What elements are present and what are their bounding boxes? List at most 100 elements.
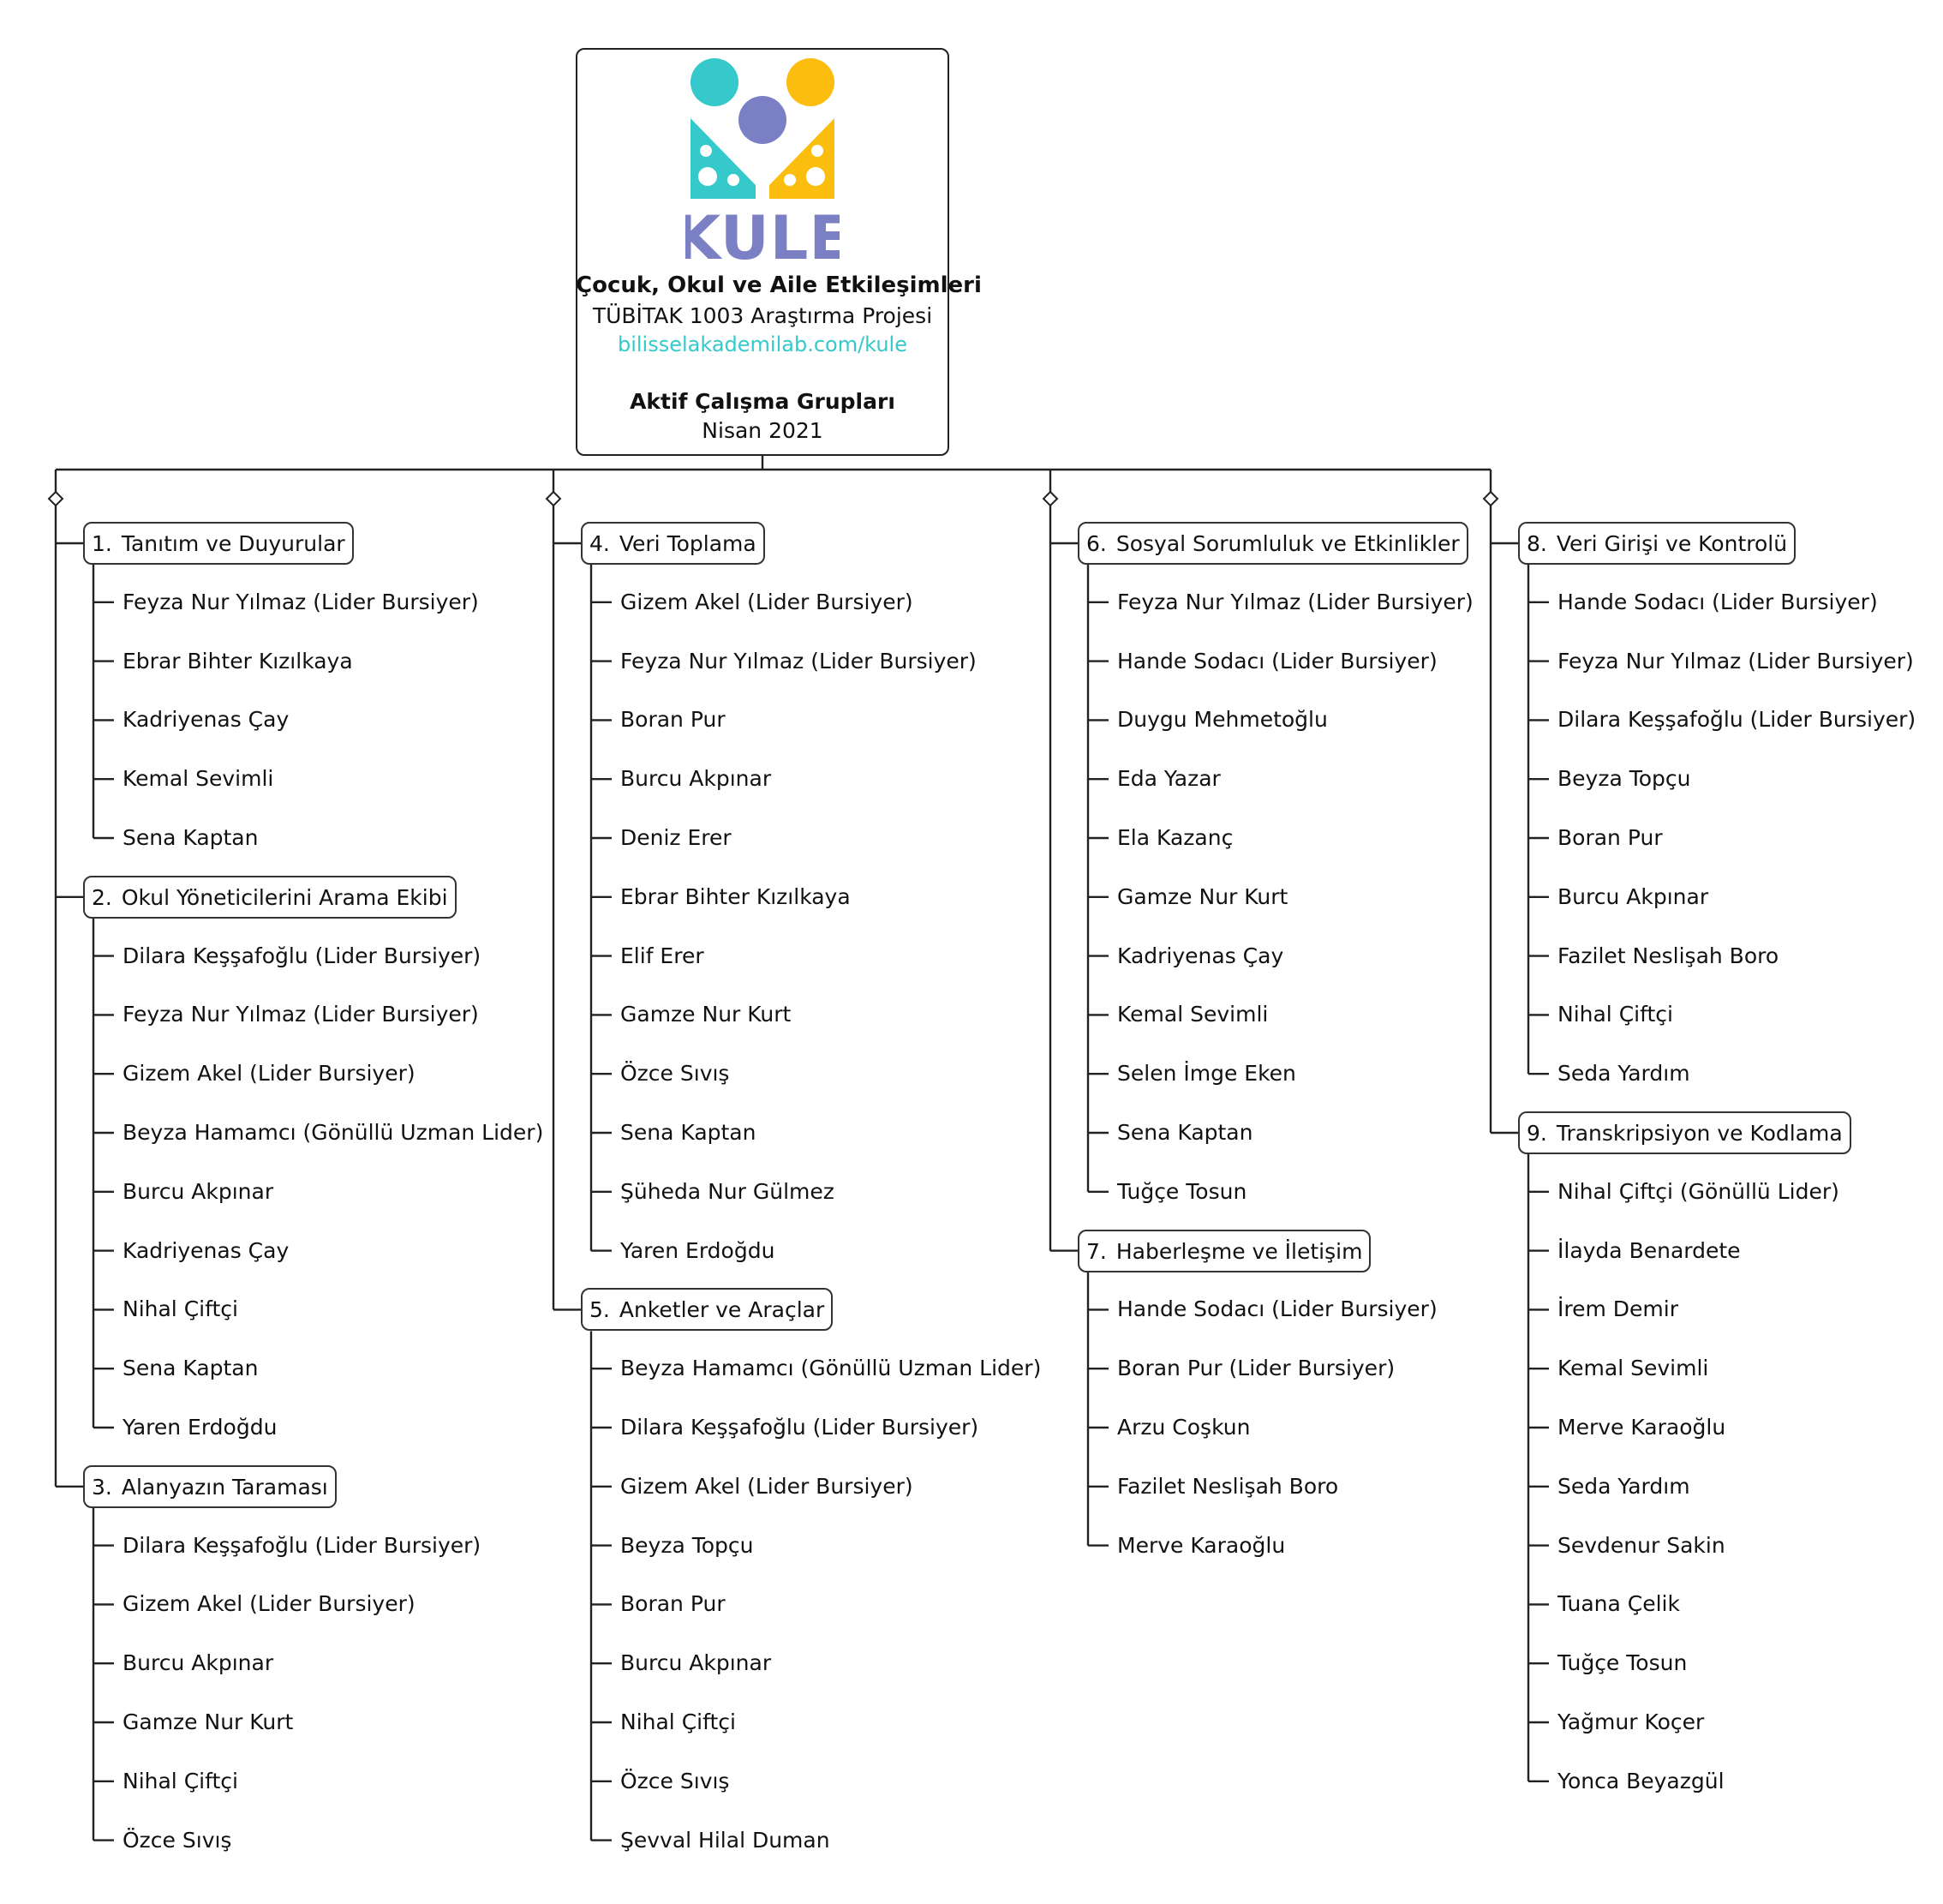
group-number: 8. <box>1527 531 1547 556</box>
group-number: 7. <box>1086 1238 1107 1264</box>
member-name: Gizem Akel (Lider Bursiyer) <box>620 1473 913 1499</box>
member-name: Gamze Nur Kurt <box>1117 883 1288 909</box>
group-box: 9. Transkripsiyon ve Kodlama <box>1518 1111 1851 1154</box>
member-name: Seda Yardım <box>1557 1473 1690 1499</box>
member-name: Yonca Beyazgül <box>1557 1768 1725 1793</box>
member-name: Şevval Hilal Duman <box>620 1827 830 1853</box>
member-name: Dilara Keşşafoğlu (Lider Bursiyer) <box>123 943 481 968</box>
member-name: Sena Kaptan <box>1117 1120 1253 1145</box>
member-name: Burcu Akpınar <box>123 1178 274 1204</box>
member-name: Burcu Akpınar <box>620 766 772 792</box>
member-name: Gizem Akel (Lider Bursiyer) <box>620 589 913 614</box>
group-box: 7. Haberleşme ve İletişim <box>1078 1229 1372 1272</box>
member-name: Beyza Hamamcı (Gönüllü Uzman Lider) <box>620 1356 1042 1381</box>
group-title: Sosyal Sorumluluk ve Etkinlikler <box>1115 531 1460 556</box>
group-title: Veri Toplama <box>619 531 756 556</box>
member-name: Boran Pur <box>1557 825 1663 850</box>
group-number: 3. <box>92 1474 112 1500</box>
group-title: Okul Yöneticilerini Arama Ekibi <box>121 884 448 910</box>
member-name: Nihal Çiftçi <box>123 1768 238 1793</box>
member-name: Kemal Sevimli <box>1557 1356 1709 1381</box>
member-name: Hande Sodacı (Lider Bursiyer) <box>1557 589 1878 614</box>
member-name: Beyza Hamamcı (Gönüllü Uzman Lider) <box>123 1120 544 1145</box>
member-name: Burcu Akpınar <box>620 1650 772 1676</box>
kule-logo: KULE <box>685 58 840 262</box>
group-box: 3. Alanyazın Taraması <box>83 1464 337 1508</box>
project-url[interactable]: bilisselakademilab.com/kule <box>617 332 907 356</box>
member-name: Burcu Akpınar <box>123 1650 274 1676</box>
section-date: Nisan 2021 <box>702 418 823 443</box>
member-name: Merve Karaoğlu <box>1557 1415 1726 1440</box>
project-subtitle: TÜBİTAK 1003 Araştırma Projesi <box>592 303 933 328</box>
section-title: Aktif Çalışma Grupları <box>630 389 895 414</box>
member-name: Deniz Erer <box>620 825 732 850</box>
member-name: Gizem Akel (Lider Bursiyer) <box>123 1591 416 1617</box>
member-name: Gamze Nur Kurt <box>123 1709 294 1734</box>
group-number: 2. <box>92 884 112 910</box>
member-name: Fazilet Neslişah Boro <box>1117 1473 1339 1499</box>
member-name: Elif Erer <box>620 943 704 968</box>
member-name: Hande Sodacı (Lider Bursiyer) <box>1117 1296 1438 1322</box>
member-name: Eda Yazar <box>1117 766 1221 792</box>
member-name: Nihal Çiftçi (Gönüllü Lider) <box>1557 1178 1839 1204</box>
logo-wordmark: KULE <box>685 203 840 262</box>
member-name: Kemal Sevimli <box>123 766 274 792</box>
member-name: Kadriyenas Çay <box>123 1237 290 1263</box>
member-name: Dilara Keşşafoğlu (Lider Bursiyer) <box>123 1532 481 1558</box>
member-name: Sena Kaptan <box>123 1356 259 1381</box>
member-name: Kadriyenas Çay <box>1117 943 1284 968</box>
member-name: Özce Sıvış <box>620 1768 730 1793</box>
member-name: Boran Pur <box>620 1591 726 1617</box>
member-name: Kemal Sevimli <box>1117 1002 1269 1027</box>
member-name: Arzu Coşkun <box>1117 1415 1251 1440</box>
member-name: Kadriyenas Çay <box>123 707 290 733</box>
member-name: Feyza Nur Yılmaz (Lider Bursiyer) <box>1557 648 1914 674</box>
group-box: 8. Veri Girişi ve Kontrolü <box>1518 522 1797 565</box>
member-name: Gamze Nur Kurt <box>620 1002 792 1027</box>
member-name: Ebrar Bihter Kızılkaya <box>620 883 851 909</box>
member-name: Tuğçe Tosun <box>1117 1178 1247 1204</box>
member-name: Sevdenur Sakin <box>1557 1532 1725 1558</box>
member-name: Tuana Çelik <box>1557 1591 1680 1617</box>
group-title: Veri Girişi ve Kontrolü <box>1556 531 1788 556</box>
group-box: 1. Tanıtım ve Duyurular <box>83 522 354 565</box>
group-number: 1. <box>92 531 112 556</box>
group-box: 5. Anketler ve Araçlar <box>581 1288 834 1332</box>
group-title: Alanyazın Taraması <box>121 1474 328 1500</box>
member-name: Merve Karaoğlu <box>1117 1532 1286 1558</box>
member-name: Ela Kazanç <box>1117 825 1234 850</box>
group-title: Transkripsiyon ve Kodlama <box>1556 1121 1843 1146</box>
member-name: Yaren Erdoğdu <box>123 1415 278 1440</box>
group-box: 2. Okul Yöneticilerini Arama Ekibi <box>83 875 457 919</box>
member-name: Feyza Nur Yılmaz (Lider Bursiyer) <box>620 648 977 674</box>
member-name: Seda Yardım <box>1557 1061 1690 1087</box>
member-name: Gizem Akel (Lider Bursiyer) <box>123 1061 416 1087</box>
member-name: Özce Sıvış <box>123 1827 232 1853</box>
group-title: Haberleşme ve İletişim <box>1115 1238 1363 1264</box>
member-name: Hande Sodacı (Lider Bursiyer) <box>1117 648 1438 674</box>
member-name: Ebrar Bihter Kızılkaya <box>123 648 353 674</box>
member-name: İrem Demir <box>1557 1296 1678 1322</box>
group-title: Anketler ve Araçlar <box>619 1297 825 1323</box>
member-name: Tuğçe Tosun <box>1557 1650 1688 1676</box>
member-name: Feyza Nur Yılmaz (Lider Bursiyer) <box>123 1002 479 1027</box>
group-number: 9. <box>1527 1121 1547 1146</box>
member-name: Selen İmge Eken <box>1117 1061 1296 1087</box>
member-name: Nihal Çiftçi <box>620 1709 736 1734</box>
member-name: Duygu Mehmetoğlu <box>1117 707 1328 733</box>
member-name: Fazilet Neslişah Boro <box>1557 943 1779 968</box>
member-name: Feyza Nur Yılmaz (Lider Bursiyer) <box>1117 589 1474 614</box>
member-name: Nihal Çiftçi <box>1557 1002 1673 1027</box>
member-name: Sena Kaptan <box>620 1120 756 1145</box>
member-name: Sena Kaptan <box>123 825 259 850</box>
member-name: İlayda Benardete <box>1557 1237 1741 1263</box>
project-title: Çocuk, Okul ve Aile Etkileşimleri <box>576 272 982 298</box>
member-name: Boran Pur <box>620 707 726 733</box>
group-number: 6. <box>1086 531 1107 556</box>
member-name: Dilara Keşşafoğlu (Lider Bursiyer) <box>1557 707 1916 733</box>
group-title: Tanıtım ve Duyurular <box>121 531 345 556</box>
member-name: Boran Pur (Lider Bursiyer) <box>1117 1356 1396 1381</box>
group-number: 5. <box>589 1297 610 1323</box>
